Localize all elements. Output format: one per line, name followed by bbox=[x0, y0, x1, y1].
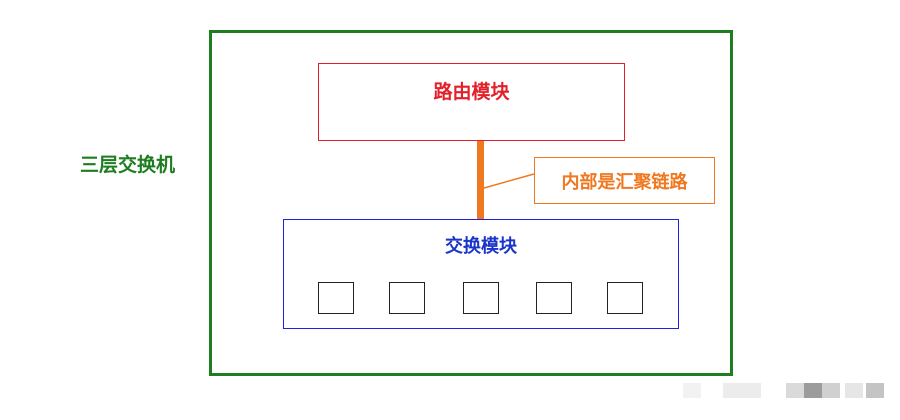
watermark-block bbox=[723, 383, 761, 398]
switch-port-5 bbox=[607, 282, 643, 314]
watermark-block bbox=[845, 383, 863, 398]
switch-module-box bbox=[283, 219, 679, 329]
internal-link-label: 内部是汇聚链路 bbox=[561, 172, 688, 193]
switch-port-1 bbox=[318, 282, 354, 314]
internal-aggregation-link bbox=[477, 141, 484, 219]
watermark-block bbox=[683, 383, 701, 398]
switch-port-2 bbox=[389, 282, 425, 314]
router-module-label: 路由模块 bbox=[433, 81, 510, 103]
switch-port-3 bbox=[463, 282, 499, 314]
router-module-box bbox=[318, 63, 625, 141]
callout-box bbox=[534, 157, 715, 204]
switch-port-4 bbox=[536, 282, 572, 314]
watermark-block bbox=[866, 383, 884, 398]
watermark-block bbox=[786, 383, 804, 398]
callout-leader-line bbox=[483, 173, 535, 189]
watermark-block bbox=[804, 383, 822, 398]
layer3-switch-outline bbox=[209, 30, 733, 376]
switch-module-label: 交换模块 bbox=[445, 236, 517, 257]
watermark-block bbox=[822, 383, 840, 398]
layer3-switch-label: 三层交换机 bbox=[80, 154, 176, 176]
